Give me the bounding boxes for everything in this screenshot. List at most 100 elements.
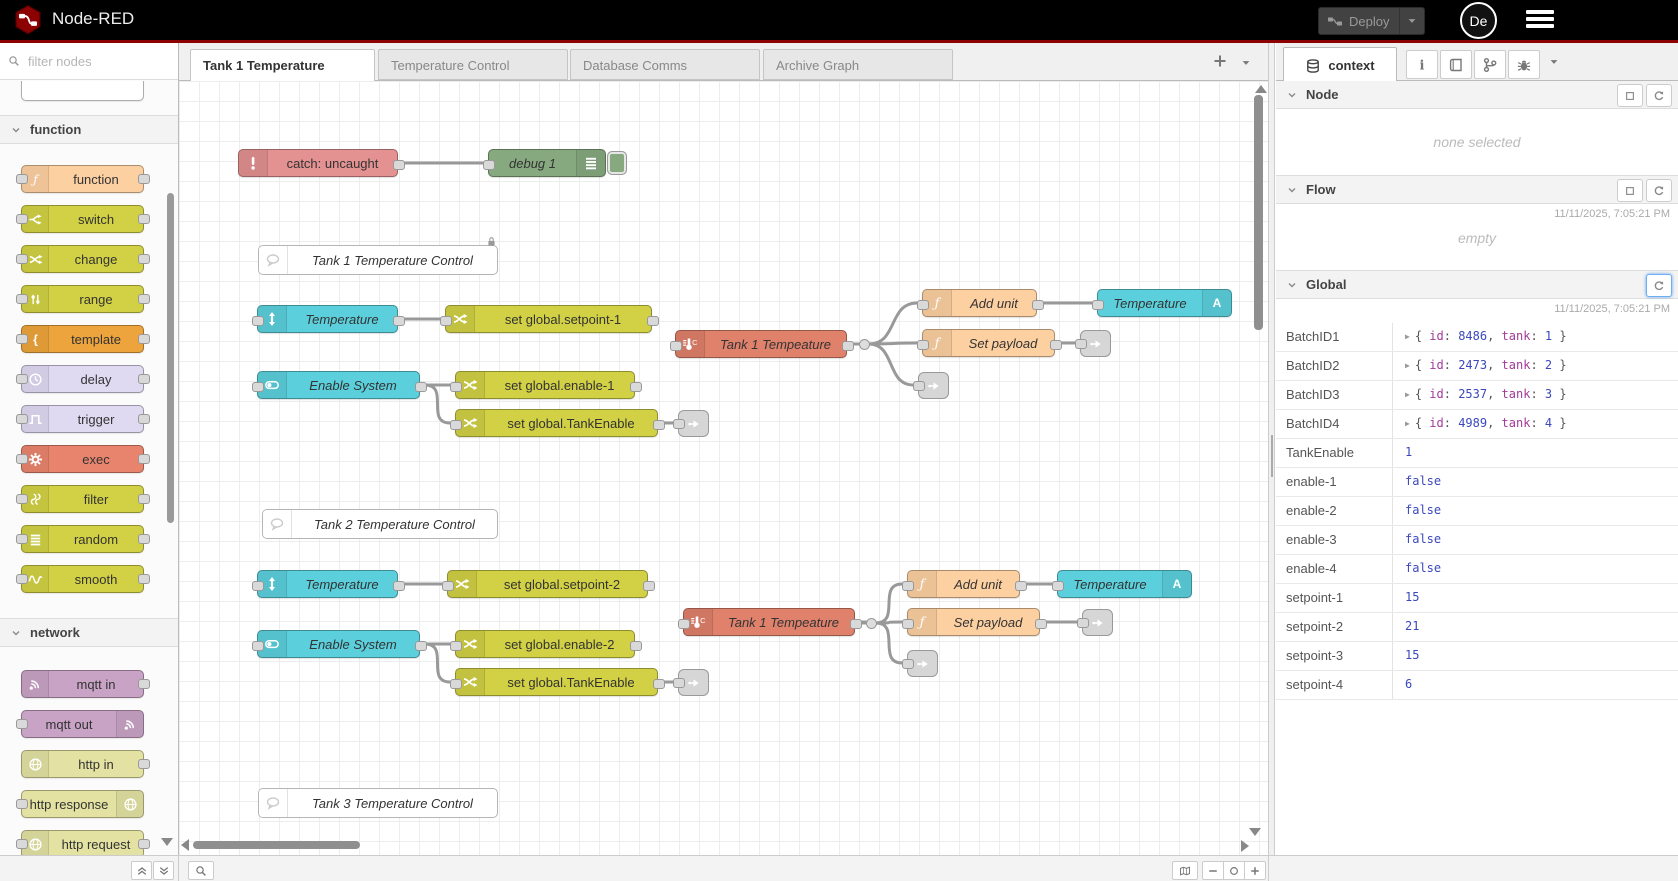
node-enable-system[interactable]: Enable System — [252, 630, 427, 658]
projects-tab-button[interactable] — [1474, 50, 1506, 79]
output-port[interactable] — [653, 679, 665, 689]
output-port[interactable] — [138, 759, 150, 769]
input-port[interactable] — [16, 334, 28, 344]
input-port[interactable] — [917, 340, 929, 350]
debug-tab-button[interactable] — [1508, 50, 1540, 79]
main-menu-button[interactable] — [1526, 10, 1554, 30]
zoom-in-button[interactable] — [1244, 861, 1266, 880]
palette-node-mqtt-in[interactable]: mqtt in — [21, 670, 150, 698]
node-set-global-enable-1[interactable]: set global.enable-1 — [450, 371, 642, 399]
input-port[interactable] — [252, 641, 264, 651]
flow-tab-4[interactable]: Archive Graph — [763, 49, 953, 80]
wire[interactable] — [867, 301, 919, 346]
canvas-search-button[interactable] — [188, 861, 214, 880]
output-port[interactable] — [415, 382, 427, 392]
link-out-node[interactable] — [1075, 330, 1111, 357]
node-catch-uncaught[interactable]: catch: uncaught — [238, 149, 405, 177]
input-port[interactable] — [450, 641, 462, 651]
output-port[interactable] — [1035, 619, 1047, 629]
input-port[interactable] — [902, 619, 914, 629]
palette-category-function[interactable]: function — [0, 115, 178, 144]
sidebar-resize-gutter[interactable] — [1268, 43, 1275, 855]
palette-node-change[interactable]: change — [16, 245, 150, 273]
output-port[interactable] — [630, 382, 642, 392]
output-port[interactable] — [138, 494, 150, 504]
input-port[interactable] — [252, 316, 264, 326]
output-port[interactable] — [1050, 340, 1062, 350]
input-port[interactable] — [1052, 581, 1064, 591]
input-port[interactable] — [16, 534, 28, 544]
input-port[interactable] — [1077, 618, 1089, 628]
input-port[interactable] — [16, 494, 28, 504]
palette-node-switch[interactable]: switch — [16, 205, 150, 233]
input-port[interactable] — [913, 381, 925, 391]
node-set-global-setpoint-1[interactable]: set global.setpoint-1 — [440, 305, 659, 333]
node-context-refresh-button[interactable] — [1646, 84, 1672, 107]
palette-node-template[interactable]: {template — [16, 325, 150, 353]
flow-context-refresh-button[interactable] — [1646, 179, 1672, 202]
node-temperature[interactable]: Temperature — [252, 305, 405, 333]
scroll-down-arrow[interactable] — [1249, 828, 1261, 836]
flow-tab-3[interactable]: Database Comms — [570, 49, 760, 80]
flow-tab-2[interactable]: Temperature Control — [378, 49, 568, 80]
zoom-reset-button[interactable] — [1223, 861, 1245, 880]
info-tab-button[interactable]: i — [1406, 50, 1438, 79]
palette-filter-input[interactable] — [26, 52, 160, 70]
expand-caret-icon[interactable]: ▶ — [1405, 390, 1410, 399]
input-port[interactable] — [450, 420, 462, 430]
output-port[interactable] — [138, 334, 150, 344]
user-avatar[interactable]: De — [1460, 2, 1497, 39]
input-port[interactable] — [917, 300, 929, 310]
zoom-out-button[interactable] — [1202, 861, 1224, 880]
scroll-up-arrow[interactable] — [1255, 85, 1267, 93]
output-port[interactable] — [1015, 581, 1027, 591]
input-port[interactable] — [252, 581, 264, 591]
output-port[interactable] — [393, 581, 405, 591]
output-port[interactable] — [138, 679, 150, 689]
node-temperature[interactable]: Temperature — [252, 570, 405, 598]
output-port[interactable] — [138, 214, 150, 224]
output-port[interactable] — [850, 619, 862, 629]
flow-tab-1[interactable]: Tank 1 Temperature — [190, 49, 375, 81]
link-out-node[interactable] — [1077, 609, 1113, 636]
input-port[interactable] — [16, 174, 28, 184]
input-port[interactable] — [442, 581, 454, 591]
deploy-options-caret[interactable] — [1399, 8, 1424, 34]
deploy-button[interactable]: Deploy — [1318, 7, 1426, 35]
output-port[interactable] — [138, 839, 150, 849]
section-flow-header[interactable]: Flow — [1276, 175, 1678, 204]
palette-expand-categories-button[interactable] — [153, 861, 174, 880]
section-global-header[interactable]: Global — [1276, 270, 1678, 299]
input-port[interactable] — [16, 214, 28, 224]
output-port[interactable] — [138, 414, 150, 424]
palette-node-delay[interactable]: delay — [16, 365, 150, 393]
expand-caret-icon[interactable]: ▶ — [1405, 361, 1410, 370]
node-tank-3-temperature-control[interactable]: Tank 3 Temperature Control — [258, 788, 498, 818]
link-out-node[interactable] — [902, 650, 938, 677]
expand-caret-icon[interactable]: ▶ — [1405, 332, 1410, 341]
scroll-left-arrow[interactable] — [181, 839, 189, 851]
link-out-node[interactable] — [673, 669, 709, 696]
node-context-pin-button[interactable] — [1617, 84, 1643, 107]
node-enable-system[interactable]: Enable System — [252, 371, 427, 399]
output-port[interactable] — [138, 534, 150, 544]
output-port[interactable] — [138, 374, 150, 384]
input-port[interactable] — [16, 414, 28, 424]
output-port[interactable] — [138, 574, 150, 584]
input-port[interactable] — [670, 341, 682, 351]
palette-node-partial[interactable] — [21, 81, 144, 101]
palette-node-exec[interactable]: exec — [16, 445, 150, 473]
output-port[interactable] — [138, 174, 150, 184]
input-port[interactable] — [450, 382, 462, 392]
junction[interactable] — [858, 338, 870, 350]
node-set-global-tankenable[interactable]: set global.TankEnable — [450, 409, 665, 437]
debug-toggle-button[interactable] — [607, 151, 627, 175]
tab-context[interactable]: context — [1283, 47, 1397, 83]
